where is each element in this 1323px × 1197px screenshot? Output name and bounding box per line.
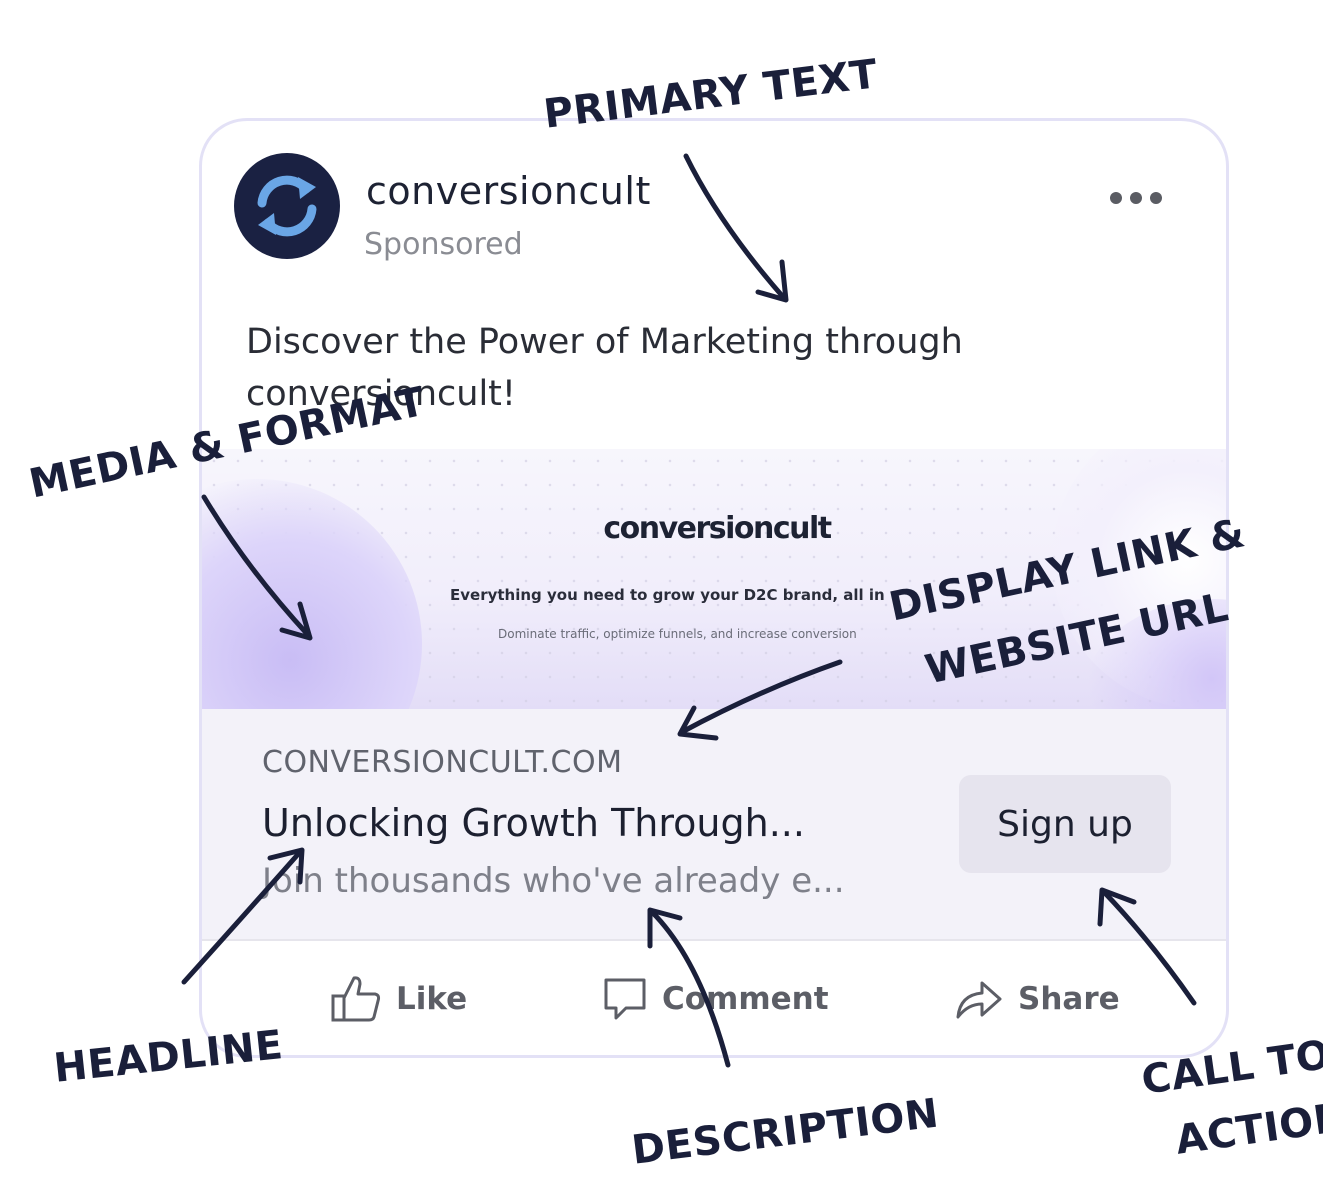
comment-icon: [604, 978, 646, 1020]
media-subline: Dominate traffic, optimize funnels, and …: [498, 627, 857, 641]
callout-headline: HEADLINE: [51, 1022, 286, 1092]
brand-name[interactable]: conversioncult: [366, 169, 651, 213]
refresh-icon: [257, 175, 317, 237]
ad-headline[interactable]: Unlocking Growth Through...: [262, 801, 805, 845]
more-options-icon[interactable]: [1110, 181, 1162, 215]
comment-label: Comment: [662, 981, 829, 1017]
sign-up-button[interactable]: Sign up: [959, 775, 1171, 873]
like-button[interactable]: Like: [330, 969, 467, 1029]
share-label: Share: [1018, 981, 1120, 1017]
brand-avatar[interactable]: [234, 153, 340, 259]
share-arrow-icon: [956, 981, 1002, 1019]
thumbs-up-icon: [331, 976, 381, 1022]
link-info-panel[interactable]: CONVERSIONCULT.COM Unlocking Growth Thro…: [202, 709, 1226, 939]
primary-text: Discover the Power of Marketing through …: [246, 322, 963, 414]
like-label: Like: [396, 981, 468, 1017]
display-link[interactable]: CONVERSIONCULT.COM: [262, 745, 623, 780]
callout-description: DESCRIPTION: [629, 1090, 942, 1174]
ad-description: Join thousands who've already e...: [262, 861, 845, 901]
callout-cta-line2: ACTION: [1172, 1094, 1323, 1164]
media-tagline: Everything you need to grow your D2C bra…: [450, 586, 885, 604]
sponsored-label: Sponsored: [364, 227, 523, 262]
divider: [202, 939, 1226, 941]
comment-button[interactable]: Comment: [602, 969, 829, 1029]
media-logo-text: conversioncult: [603, 511, 832, 546]
share-button[interactable]: Share: [954, 969, 1120, 1029]
